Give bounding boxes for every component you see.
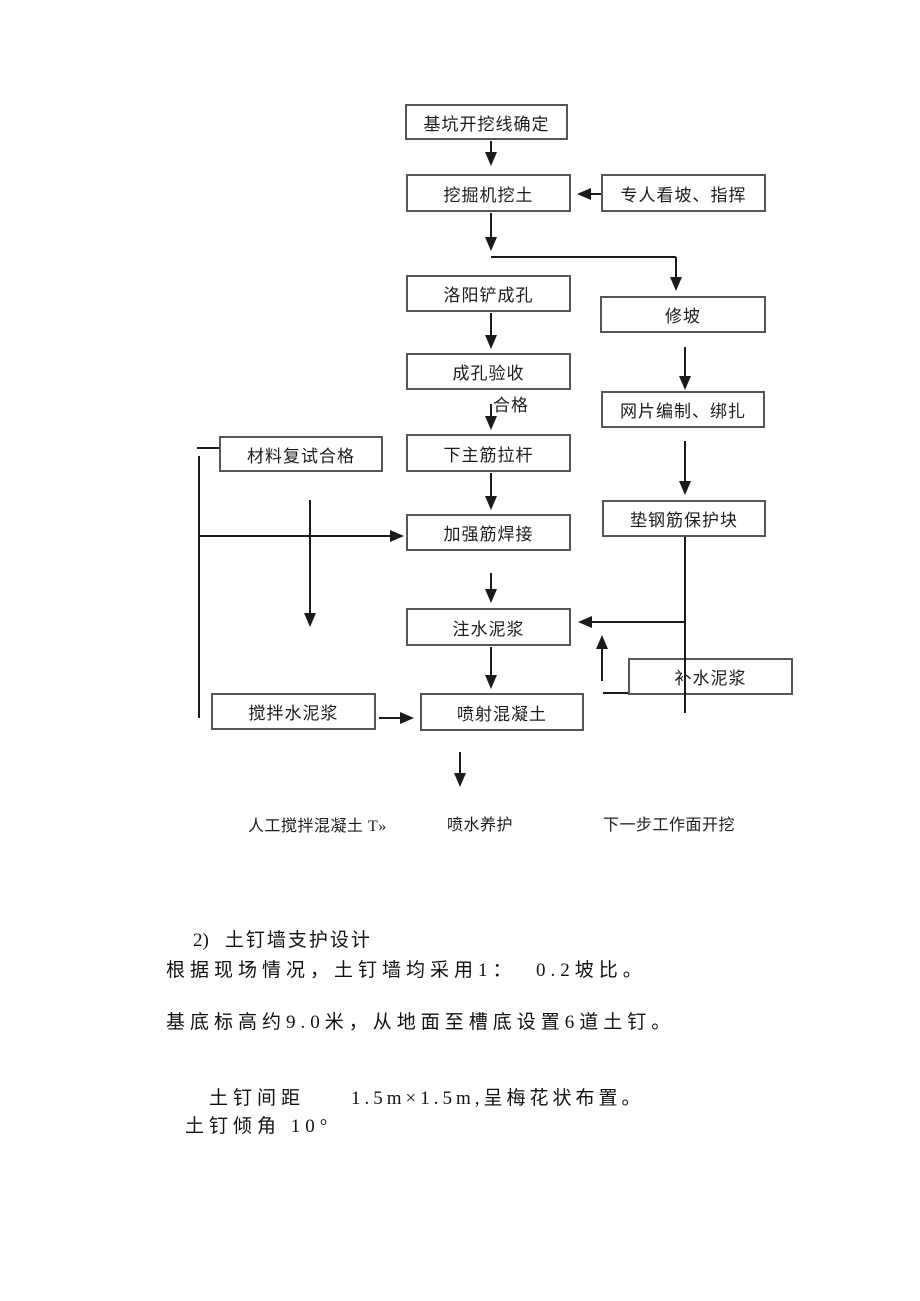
nail-spacing-value: 1.5m×1.5m,呈梅花状布置。 (351, 1088, 645, 1109)
paragraph-slope-ratio: 根据现场情况，土钉墙均采用1： 0.2坡比。 (166, 960, 647, 981)
paragraph-nail-spacing: 土钉间距 1.5m×1.5m,呈梅花状布置。 (170, 1061, 645, 1132)
flow-box-excavator-digging: 挖掘机挖土 (406, 174, 571, 212)
flow-box-mix-cement-slurry: 搅拌水泥浆 (211, 693, 376, 730)
flow-box-luoyang-shovel-drilling: 洛阳铲成孔 (406, 275, 571, 312)
label-next-work-face: 下一步工作面开挖 (603, 817, 736, 834)
flow-box-excavation-line-determination: 基坑开挖线确定 (405, 104, 568, 140)
label-manual-mix-concrete: 人工搅拌混凝土 T» (248, 818, 387, 835)
label-water-spray-curing: 喷水养护 (447, 817, 514, 834)
flow-box-grout-injection: 注水泥浆 (406, 608, 571, 646)
flow-box-material-retest-qualified: 材料复试合格 (219, 436, 383, 472)
label-qualified: 合格 (493, 396, 529, 415)
flow-box-slope-watch-command: 专人看坡、指挥 (601, 174, 766, 212)
paragraph-nail-inclination: 土钉倾角 10° (185, 1116, 333, 1137)
flow-box-rebar-spacer-block: 垫钢筋保护块 (602, 500, 766, 537)
construction-process-flowchart: 基坑开挖线确定 挖掘机挖土 专人看坡、指挥 洛阳铲成孔 修坡 成孔验收 网片编制… (197, 104, 793, 835)
section-heading-title: 土钉墙支护设计 (224, 930, 372, 951)
flow-box-supplementary-grout: 补水泥浆 (628, 658, 793, 695)
section-heading-number: 2) (193, 930, 209, 951)
section-heading: 2) 土钉墙支护设计 (166, 903, 372, 974)
flow-box-reinforcing-bar-welding: 加强筋焊接 (406, 514, 571, 551)
flow-box-hole-acceptance: 成孔验收 (406, 353, 571, 390)
nail-spacing-label: 土钉间距 (209, 1088, 306, 1109)
flow-box-mesh-weaving-binding: 网片编制、绑扎 (601, 391, 765, 428)
flow-box-shotcrete: 喷射混凝土 (420, 693, 584, 731)
flow-box-install-main-bar: 下主筋拉杆 (406, 434, 571, 472)
flow-box-slope-trimming: 修坡 (600, 296, 766, 333)
paragraph-base-elevation: 基底标高约9.0米，从地面至槽底设置6道土钉。 (166, 1012, 676, 1033)
